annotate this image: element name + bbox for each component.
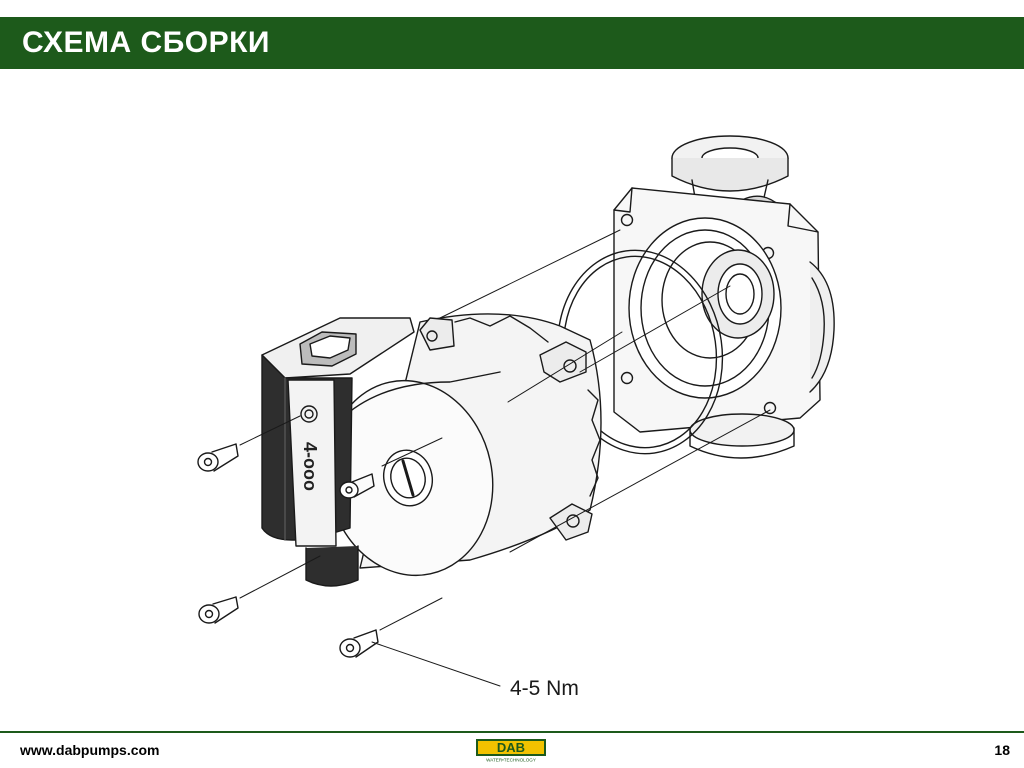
slide-title: СХЕМА СБОРКИ (22, 26, 270, 59)
title-bar: СХЕМА СБОРКИ (0, 17, 1024, 69)
logo-tagline: WATER•TECHNOLOGY (486, 758, 536, 763)
assembly-diagram: 4-ooo 4-5 Nm (197, 135, 835, 700)
page-number: 18 (994, 742, 1010, 758)
pump-body (613, 135, 835, 459)
motor-marking: 4-ooo (300, 442, 320, 491)
motor-housing (326, 313, 602, 577)
guide-lines (239, 229, 771, 687)
dab-logo: DAB WATER•TECHNOLOGY (476, 739, 546, 763)
control-box (261, 317, 415, 587)
footer-divider (0, 731, 1024, 733)
torque-label: 4-5 Nm (510, 677, 579, 700)
screws (197, 443, 379, 658)
footer-url[interactable]: www.dabpumps.com (20, 742, 160, 758)
logo-text: DAB (497, 740, 525, 755)
